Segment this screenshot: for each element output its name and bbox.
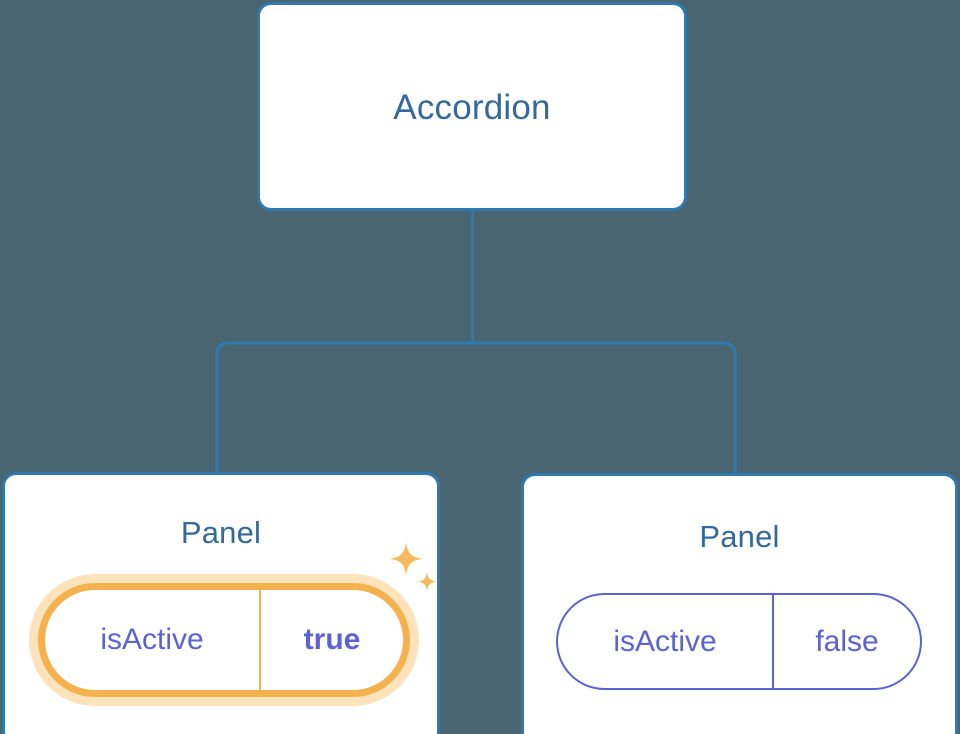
prop-pill-inactive[interactable]: isActive false [556, 593, 922, 690]
prop-pill-active-key-cell: isActive [45, 590, 259, 690]
prop-value-label: false [815, 624, 879, 658]
node-accordion-title: Accordion [393, 88, 551, 127]
node-accordion[interactable]: Accordion [257, 2, 687, 211]
prop-pill-inactive-key-cell: isActive [558, 595, 772, 688]
prop-pill-active[interactable]: isActive true [38, 583, 410, 697]
prop-key-label: isActive [613, 624, 717, 658]
connector-branch-left [215, 341, 473, 474]
connector-branch-right [472, 341, 737, 474]
prop-pill-inactive-value-cell: false [772, 595, 920, 688]
node-panel-active-title: Panel [180, 515, 262, 550]
prop-pill-inactive-wrapper: isActive false [556, 593, 922, 690]
prop-pill-active-value-cell: true [259, 590, 403, 690]
prop-value-label: true [303, 623, 361, 656]
prop-pill-active-wrapper: isActive true [38, 583, 410, 697]
node-panel-inactive-title: Panel [699, 519, 780, 554]
prop-key-label: isActive [100, 623, 204, 656]
